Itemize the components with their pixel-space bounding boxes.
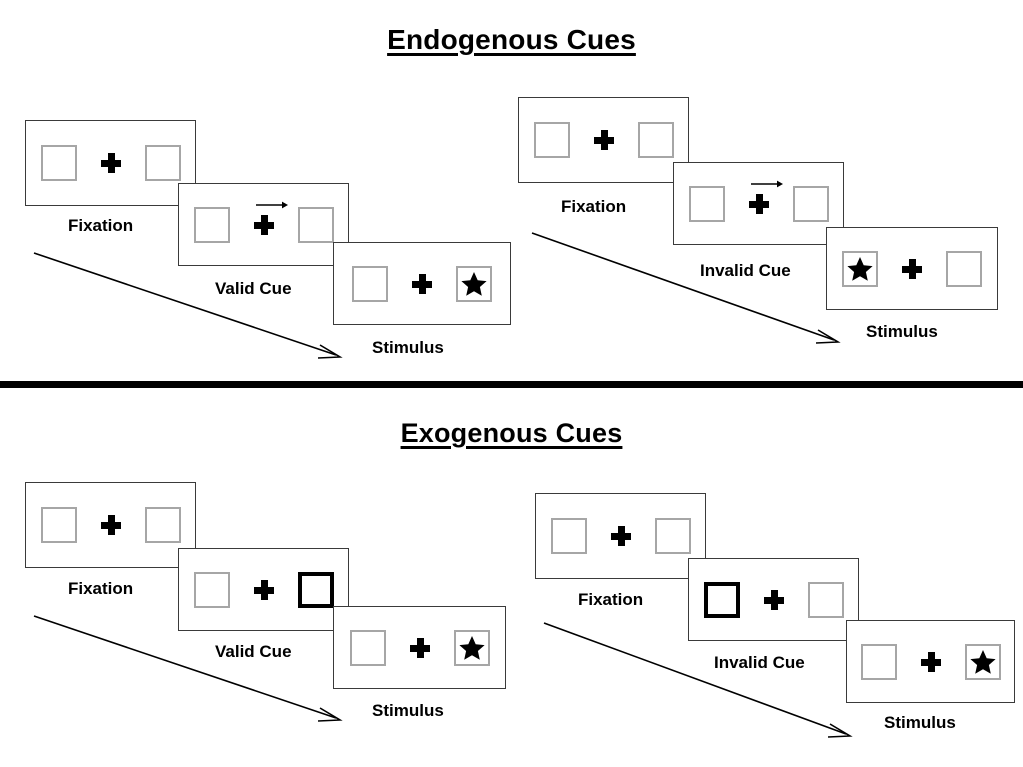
frame-content: [703, 581, 844, 618]
frame-content: [550, 518, 691, 554]
frame-content: [688, 180, 829, 222]
right-box: [144, 507, 181, 543]
right-box: [456, 265, 492, 302]
section-divider: [0, 381, 1023, 388]
frame-content: [533, 122, 674, 158]
frame-content: [193, 571, 334, 608]
right-box: [453, 629, 490, 666]
fixation-cross-icon: [100, 515, 121, 535]
frame-exogenous-valid-stimulus: [333, 606, 506, 689]
fixation-cross-icon: [412, 273, 432, 294]
left-box: [688, 185, 725, 222]
star-icon: [458, 634, 486, 662]
section-title-exogenous: Exogenous Cues: [400, 418, 623, 448]
fixation-cross-icon: [409, 637, 430, 658]
sequence-arrow-endogenous-valid: [30, 248, 350, 368]
fixation-cross-icon: [763, 589, 784, 610]
fixation-cross-icon: [902, 258, 922, 279]
right-box-cued: [297, 571, 334, 608]
fixation-cross-icon: [920, 651, 941, 672]
left-box: [842, 250, 878, 287]
left-box: [40, 145, 77, 181]
right-box: [654, 518, 691, 554]
caption-exogenous-invalid-fixation: Fixation: [578, 590, 644, 609]
frame-exogenous-invalid-cue: [688, 558, 859, 641]
frame-content: [193, 201, 334, 243]
caption-exogenous-invalid-cue: Invalid Cue: [714, 653, 805, 672]
fixation-cross-icon: [253, 579, 274, 600]
right-box: [807, 581, 844, 618]
frame-content: [349, 629, 490, 666]
right-box: [792, 185, 829, 222]
frame-endogenous-valid-fixation: [25, 120, 196, 206]
star-icon: [969, 648, 997, 676]
left-box: [533, 122, 570, 158]
left-box: [860, 643, 897, 680]
caption-exogenous-valid-cue: Valid Cue: [215, 642, 292, 661]
caption-endogenous-valid-stimulus: Stimulus: [372, 338, 444, 357]
frame-exogenous-valid-cue: [178, 548, 349, 631]
frame-endogenous-valid-cue: [178, 183, 349, 266]
caption-endogenous-invalid-cue: Invalid Cue: [700, 261, 791, 280]
left-box: [550, 518, 587, 554]
frame-endogenous-invalid-stimulus: [826, 227, 998, 310]
right-box: [964, 643, 1001, 680]
left-box: [193, 206, 230, 243]
right-box: [637, 122, 674, 158]
frame-content: [352, 265, 492, 302]
left-box: [352, 265, 388, 302]
fixation-cross-icon: [748, 180, 783, 214]
frame-exogenous-valid-fixation: [25, 482, 196, 568]
right-box: [144, 145, 181, 181]
caption-endogenous-valid-fixation: Fixation: [68, 216, 134, 235]
arrow-right-cue-icon: [255, 199, 289, 211]
frame-endogenous-invalid-cue: [673, 162, 844, 245]
fixation-cross-icon: [100, 153, 121, 173]
caption-endogenous-invalid-stimulus: Stimulus: [866, 322, 938, 341]
frame-content: [40, 145, 181, 181]
right-box: [297, 206, 334, 243]
frame-content: [860, 643, 1001, 680]
star-icon: [460, 270, 488, 298]
frame-exogenous-invalid-stimulus: [846, 620, 1015, 703]
sequence-arrow-endogenous-invalid: [528, 228, 848, 353]
frame-exogenous-invalid-fixation: [535, 493, 706, 579]
arrow-right-cue-icon: [750, 178, 784, 190]
right-box: [946, 250, 982, 287]
left-box-cued: [703, 581, 740, 618]
frame-content: [40, 507, 181, 543]
caption-exogenous-valid-stimulus: Stimulus: [372, 701, 444, 720]
left-box: [193, 571, 230, 608]
left-box: [349, 629, 386, 666]
caption-endogenous-valid-cue: Valid Cue: [215, 279, 292, 298]
frame-content: [842, 250, 982, 287]
fixation-cross-icon: [610, 526, 631, 546]
star-icon: [846, 255, 874, 283]
frame-endogenous-valid-stimulus: [333, 242, 511, 325]
fixation-cross-icon: [253, 201, 288, 235]
caption-exogenous-valid-fixation: Fixation: [68, 579, 134, 598]
fixation-cross-icon: [593, 130, 614, 150]
frame-endogenous-invalid-fixation: [518, 97, 689, 183]
caption-endogenous-invalid-fixation: Fixation: [561, 197, 627, 216]
caption-exogenous-invalid-stimulus: Stimulus: [884, 713, 956, 732]
section-title-endogenous: Endogenous Cues: [387, 24, 636, 55]
left-box: [40, 507, 77, 543]
